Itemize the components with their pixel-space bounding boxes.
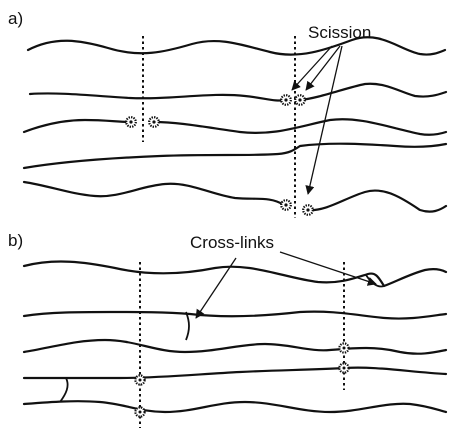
chain-break-radical-icon: [148, 116, 160, 128]
chain-break-radical-icon: [280, 199, 292, 211]
polymer-chain: [22, 400, 448, 414]
panel-b-label: b): [8, 231, 23, 250]
radical-site-icon: [134, 406, 146, 418]
radical-site-icon: [134, 374, 146, 386]
chain-break-radical-icon: [280, 94, 292, 106]
polymer-chain: [22, 260, 448, 288]
scission-arrow: [305, 45, 341, 91]
polymer-chain: [22, 338, 448, 355]
polymer-chain: [22, 180, 286, 207]
polymer-chain: [26, 36, 447, 56]
panel-a-label: a): [8, 9, 23, 28]
scission-arrow: [305, 45, 343, 195]
polymer-chain: [28, 92, 288, 102]
cross-link-arrow: [279, 251, 377, 286]
polymer-chain: [152, 118, 448, 136]
chain-break-radical-icon: [294, 94, 306, 106]
cross-link-arrow: [195, 257, 237, 319]
panel-b: b) Cross-links: [8, 231, 448, 428]
polymer-chain: [298, 82, 448, 102]
cross-links-annotation: Cross-links: [190, 233, 274, 252]
panel-a: a) Scission: [8, 9, 448, 218]
polymer-chain: [22, 118, 133, 134]
cross-link-bridge: [185, 311, 190, 341]
polymer-chain: [22, 310, 448, 320]
scission-arrow: [291, 45, 333, 91]
radical-site-icon: [338, 362, 350, 374]
chain-break-radical-icon: [302, 204, 314, 216]
polymer-chain: [306, 189, 448, 213]
chain-break-radical-icon: [125, 116, 137, 128]
polymer-chain: [22, 142, 448, 170]
radical-site-icon: [338, 342, 350, 354]
scission-annotation: Scission: [308, 23, 371, 42]
polymer-chain: [22, 366, 448, 380]
cross-link-bridge: [59, 377, 69, 403]
